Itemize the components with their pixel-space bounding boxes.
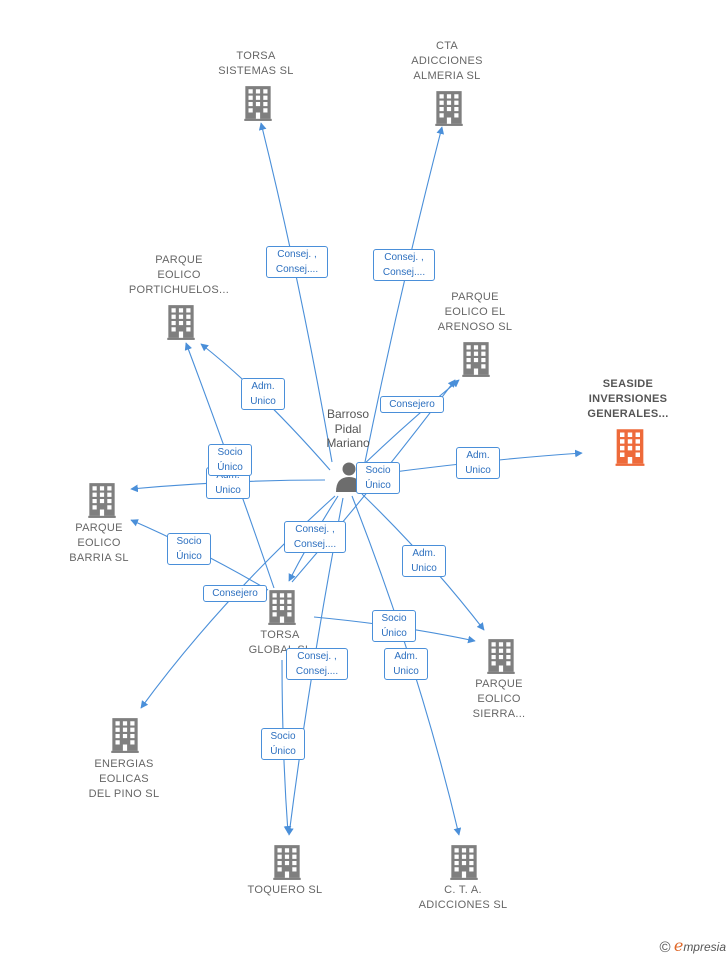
edge-label-role[interactable]: Socio Único — [372, 610, 416, 642]
building-icon[interactable] — [273, 845, 301, 880]
building-icon[interactable] — [450, 845, 478, 880]
company-label-portichuelos[interactable]: PARQUE EOLICO PORTICHUELOS... — [128, 254, 230, 296]
edge-torsa-sistemas — [258, 122, 333, 463]
building-icon[interactable] — [462, 342, 490, 377]
company-label-toquero[interactable]: TOQUERO SL — [247, 884, 323, 896]
edge-label-role[interactable]: Adm. Unico — [241, 378, 285, 410]
building-icon[interactable] — [268, 590, 296, 625]
edge-label-role[interactable]: Adm. Unico — [402, 545, 446, 577]
company-label-sierra[interactable]: PARQUE EOLICO SIERRA... — [472, 678, 526, 720]
edge-label-role[interactable]: Adm. Unico — [384, 648, 428, 680]
edge-cta-almeria — [364, 126, 444, 463]
edge-label-role[interactable]: Adm. Unico — [456, 447, 500, 479]
edge-label-role[interactable]: Consej. , Consej.... — [373, 249, 435, 281]
edge-label-role[interactable]: Socio Único — [356, 462, 400, 494]
edge-label-role[interactable]: Consej. , Consej.... — [284, 521, 346, 553]
edge-label-role[interactable]: Consej. , Consej.... — [266, 246, 328, 278]
brand-logo-letter: e — [673, 936, 684, 955]
person-icon[interactable] — [336, 462, 362, 493]
footer-brand: © empresia — [659, 936, 726, 956]
edge-label-role[interactable]: Socio Único — [167, 533, 211, 565]
building-icon[interactable] — [615, 429, 645, 466]
company-label-barria[interactable]: PARQUE EOLICO BARRIA SL — [69, 522, 129, 564]
building-icon[interactable] — [244, 86, 272, 121]
edge-label-role[interactable]: Consejero — [203, 585, 267, 602]
brand-name: mpresia — [683, 940, 726, 954]
building-icon[interactable] — [487, 639, 515, 674]
company-label-cta-almeria[interactable]: CTA ADICCIONES ALMERIA SL — [411, 40, 483, 82]
company-label-torsa-sistemas[interactable]: TORSA SISTEMAS SL — [218, 50, 294, 77]
edge-label-role[interactable]: Socio Único — [261, 728, 305, 760]
building-icon[interactable] — [88, 483, 116, 518]
edge-label-role[interactable]: Socio Único — [208, 444, 252, 476]
building-icon[interactable] — [167, 305, 195, 340]
building-icon[interactable] — [111, 718, 139, 753]
person-label[interactable]: Barroso Pidal Mariano — [326, 407, 370, 450]
edge-label-role[interactable]: Consejero — [380, 396, 444, 413]
edge-label-role[interactable]: Consej. , Consej.... — [286, 648, 348, 680]
building-icon[interactable] — [435, 91, 463, 126]
company-label-pino[interactable]: ENERGIAS EOLICAS DEL PINO SL — [88, 758, 160, 800]
company-label-arenoso[interactable]: PARQUE EOLICO EL ARENOSO SL — [437, 291, 513, 333]
copyright-icon: © — [659, 939, 671, 956]
company-label-cta-adicciones[interactable]: C. T. A. ADICCIONES SL — [418, 884, 508, 911]
company-label-seaside[interactable]: SEASIDE INVERSIONES GENERALES... — [587, 378, 669, 420]
